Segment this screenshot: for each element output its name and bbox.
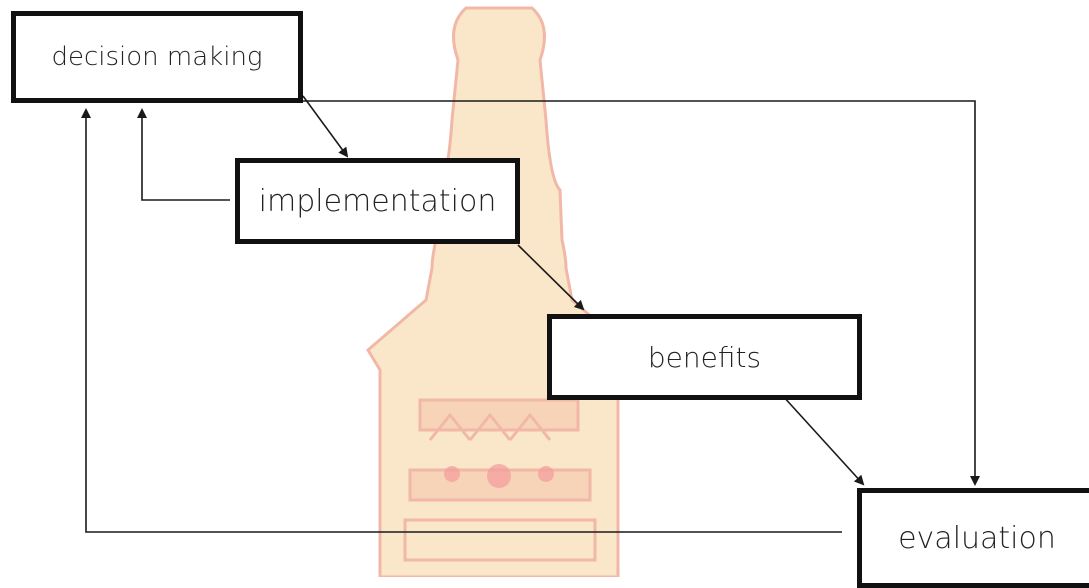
node-label: decision making <box>51 42 263 72</box>
node-benefits: benefits <box>547 314 862 400</box>
arrow-benefits-to-evaluation <box>781 394 865 486</box>
node-label: implementation <box>258 183 497 219</box>
arrow-implementation-to-benefits <box>517 244 585 311</box>
arrow-decision-to-implementation <box>302 95 349 158</box>
node-label: evaluation <box>898 520 1056 556</box>
arrow-decision-to-evaluation <box>303 100 980 486</box>
node-label: benefits <box>647 340 762 374</box>
arrow-implementation-to-decision <box>137 108 230 201</box>
node-implementation: implementation <box>235 158 520 244</box>
node-decision-making: decision making <box>11 11 303 103</box>
node-evaluation: evaluation <box>857 488 1089 588</box>
arrow-evaluation-to-decision <box>81 108 842 533</box>
